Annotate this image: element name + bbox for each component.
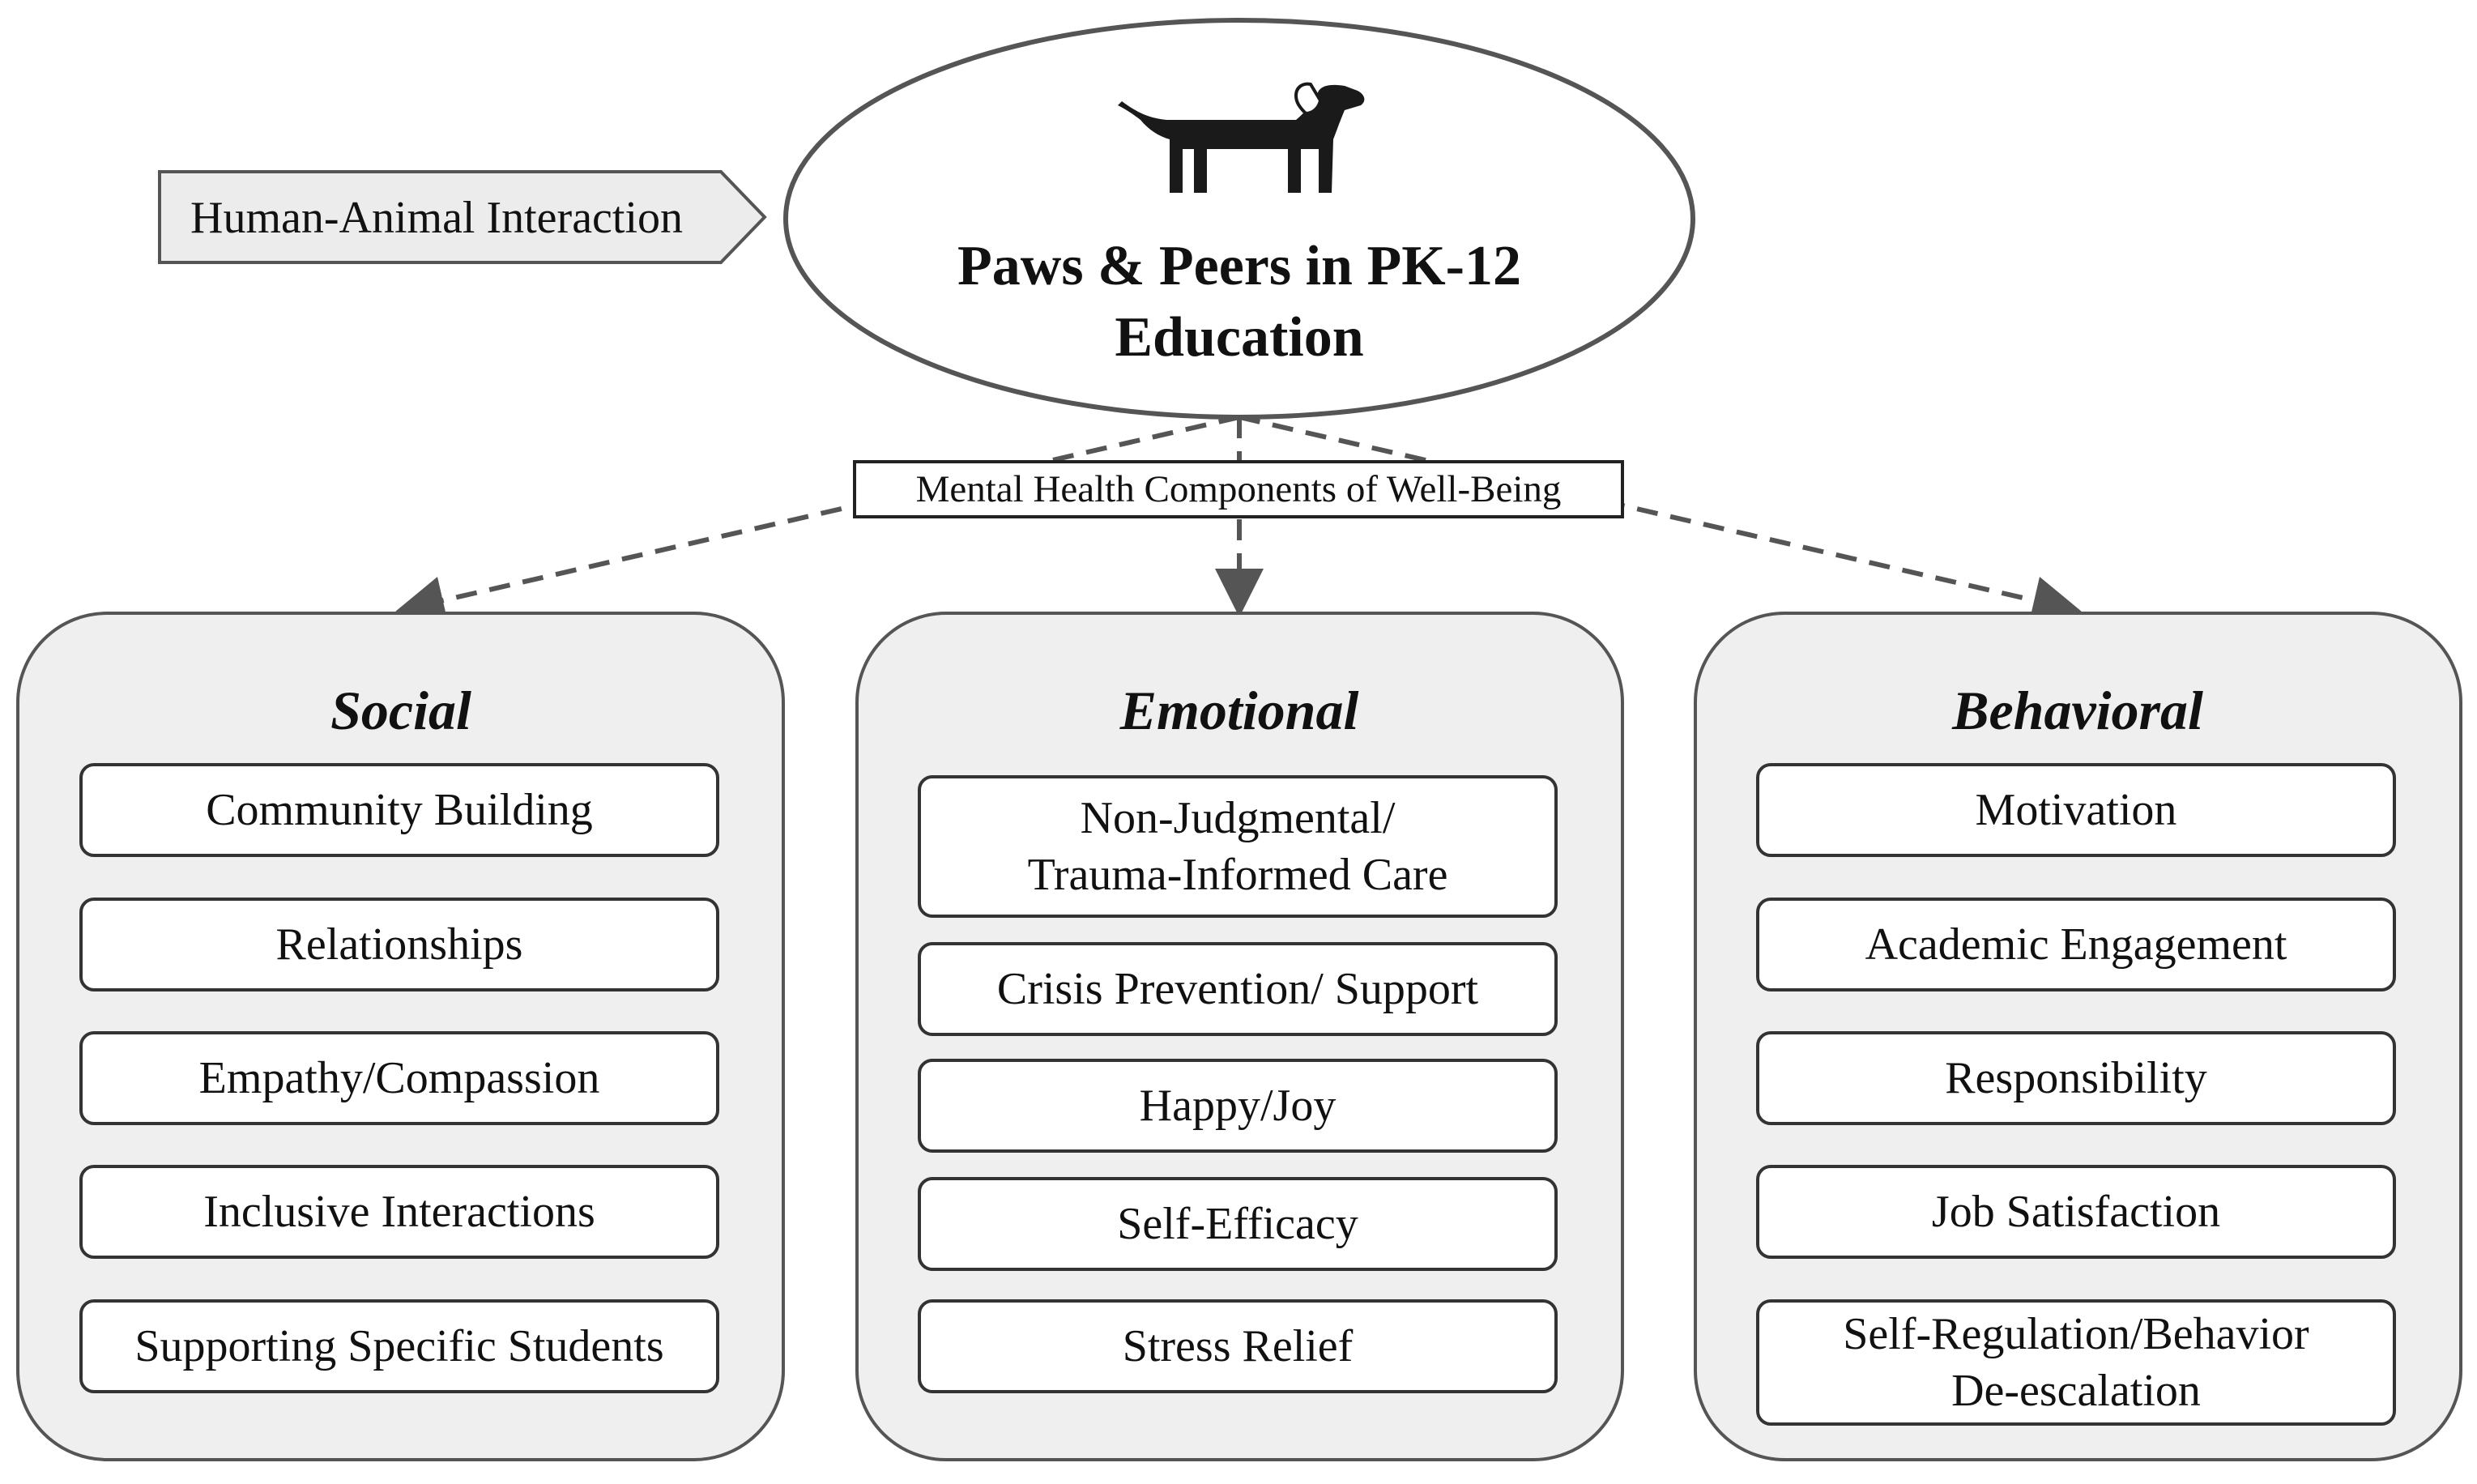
item-empathy-compassion: Empathy/Compassion — [79, 1031, 719, 1125]
item-crisis-prevention-support: Crisis Prevention/ Support — [918, 942, 1558, 1036]
item-stress-relief: Stress Relief — [918, 1299, 1558, 1393]
central-title-line2: Education — [1115, 306, 1364, 369]
item-happy-joy: Happy/Joy — [918, 1059, 1558, 1153]
heading-behavioral: Behavioral — [1952, 680, 2203, 741]
item-relationships: Relationships — [79, 898, 719, 991]
human-animal-interaction-label: Human-Animal Interaction — [190, 193, 684, 243]
item-inclusive-interactions: Inclusive Interactions — [79, 1165, 719, 1259]
item-community-building: Community Building — [79, 763, 719, 857]
heading-emotional: Emotional — [1119, 680, 1359, 741]
item-motivation: Motivation — [1756, 763, 2396, 857]
item-academic-engagement: Academic Engagement — [1756, 898, 2396, 991]
item-self-efficacy: Self-Efficacy — [918, 1177, 1558, 1271]
human-animal-interaction-arrow — [158, 170, 767, 264]
connector-arrows — [395, 415, 2082, 625]
item-self-regulation-behavior-de-escalation: Self-Regulation/Behavior De-escalation — [1756, 1299, 2396, 1426]
item-non-judgmental-trauma-informed-care: Non-Judgmental/ Trauma-Informed Care — [918, 775, 1558, 918]
dog-icon — [1118, 82, 1365, 193]
item-responsibility: Responsibility — [1756, 1031, 2396, 1125]
item-job-satisfaction: Job Satisfaction — [1756, 1165, 2396, 1259]
arrow-to-social — [395, 415, 1240, 625]
central-title-line1: Paws & Peers in PK-12 — [957, 235, 1521, 297]
item-supporting-specific-students: Supporting Specific Students — [79, 1299, 719, 1393]
heading-social: Social — [330, 680, 471, 741]
mental-health-components-label: Mental Health Components of Well-Being — [853, 460, 1624, 518]
central-title: Paws & Peers in PK-12 Education — [859, 231, 1620, 373]
arrow-to-behavioral — [1238, 415, 2082, 625]
